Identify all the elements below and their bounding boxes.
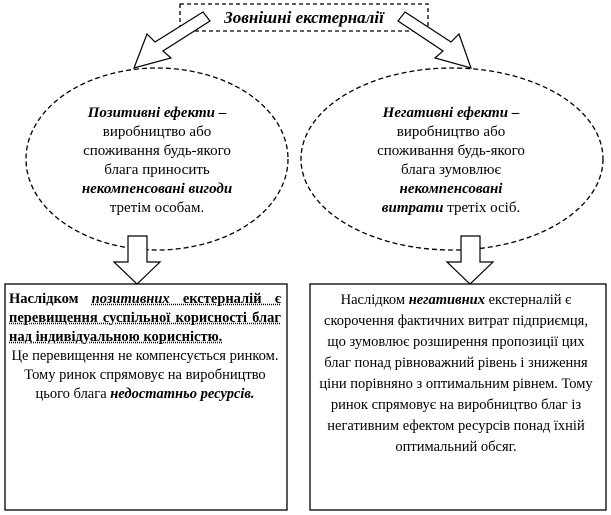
positive-consequence-emphasis: позитивних (91, 291, 170, 307)
negative-term: Негативні ефекти – (382, 105, 520, 121)
positive-term: Позитивні ефекти – (87, 105, 227, 121)
positive-consequence-conclusion: недостатньо ресурсів. (110, 386, 255, 402)
negative-effects-text: Негативні ефекти – виробництво або спожи… (352, 104, 550, 218)
positive-line-1: виробництво або (102, 124, 212, 140)
positive-consequence-body: Це перевищення не компенсується ринком. … (11, 348, 279, 402)
negative-consequence-text: Наслідком негативних екстерналій є скоро… (316, 290, 596, 458)
positive-consequence-paragraph-2: Це перевищення не компенсується ринком. … (9, 347, 281, 404)
negative-line-5-rest: третіх осіб. (443, 200, 521, 216)
positive-effects-ellipse (25, 67, 289, 251)
positive-consequence-box (4, 283, 288, 511)
negative-consequence-lead: Наслідком (340, 292, 409, 308)
negative-consequence-body: екстерналій є скорочення фактичних витра… (319, 292, 593, 455)
arrow-right-diagonal (397, 11, 472, 69)
positive-consequence-text: Наслідком позитивних екстерналій є перев… (9, 290, 281, 404)
negative-line-3: блага зумовлює (401, 162, 501, 178)
arrow-down-right (445, 235, 495, 285)
positive-consequence-paragraph-1: Наслідком позитивних екстерналій є перев… (9, 290, 281, 347)
positive-line-2: споживання будь-якого (83, 143, 231, 159)
negative-highlight-b: витрати (381, 200, 444, 216)
arrow-down-left (112, 235, 162, 285)
positive-line-3: блага приносить (104, 162, 210, 178)
negative-consequence-emphasis: негативних (408, 292, 485, 308)
positive-consequence-rest: екстерналій є перевищення суспільної кор… (9, 291, 281, 345)
positive-highlight: некомпенсовані вигоди (81, 181, 233, 197)
title-text: Зовнішні екстерналії (224, 8, 384, 27)
negative-highlight: некомпенсовані (399, 181, 503, 197)
negative-line-1: виробництво або (396, 124, 506, 140)
negative-consequence-paragraph: Наслідком негативних екстерналій є скоро… (316, 290, 596, 458)
title-box (179, 3, 429, 32)
arrow-left-diagonal (133, 11, 211, 69)
negative-line-5: витрати третіх осіб. (352, 199, 550, 218)
positive-line-5: третім особам. (109, 200, 205, 216)
positive-consequence-lead: Наслідком (9, 291, 92, 307)
positive-effects-text: Позитивні ефекти – виробництво або спожи… (62, 104, 252, 218)
negative-consequence-box (309, 283, 607, 511)
negative-effects-ellipse (300, 67, 604, 251)
negative-line-2: споживання будь-якого (377, 143, 525, 159)
